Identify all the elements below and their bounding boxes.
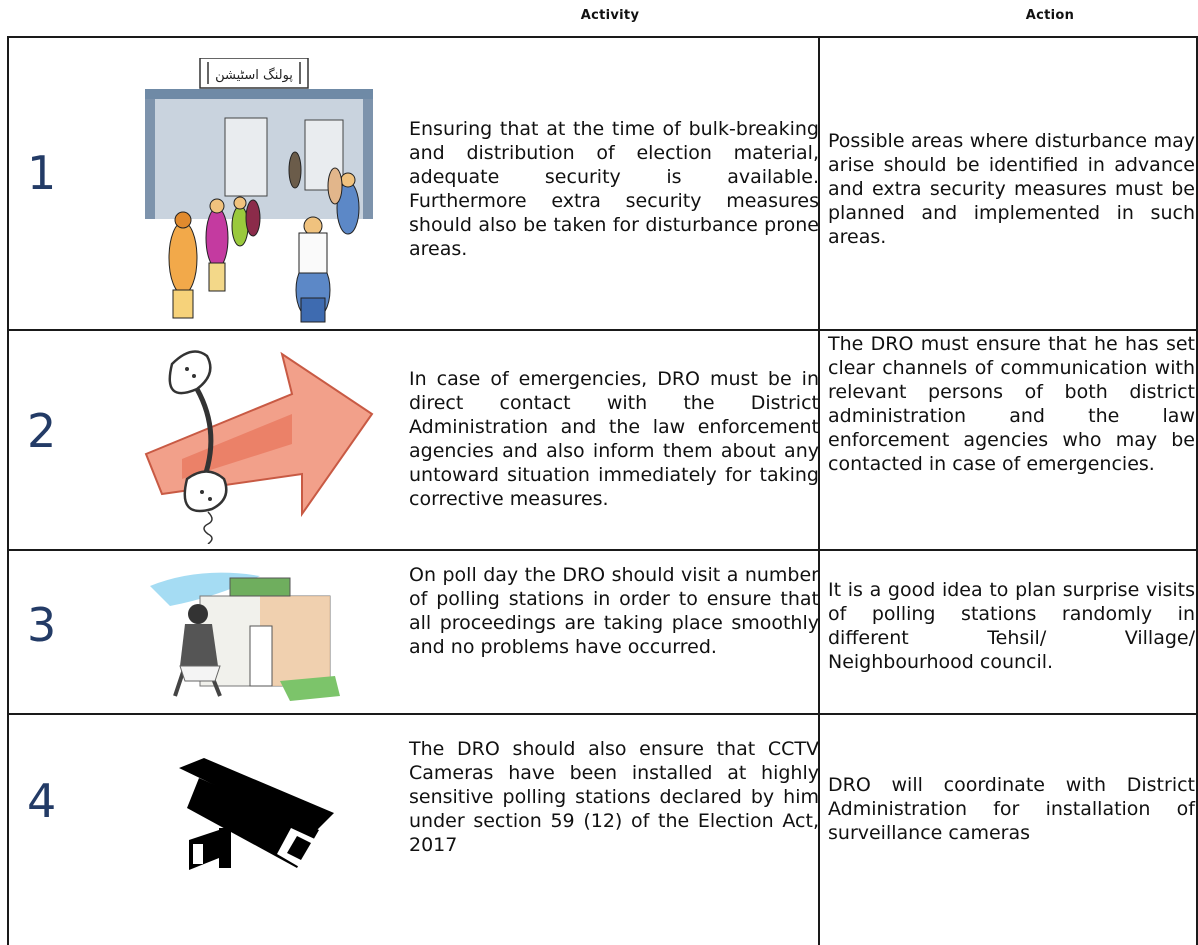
polling-visit-illustration [140,556,340,710]
column-divider [818,36,820,945]
polling-sign-text: پولنگ اسٹیشن [215,67,293,83]
activity-text: In case of emergencies, DRO must be in d… [409,368,819,510]
cctv-camera-icon [179,758,339,887]
table-top-border [7,36,1198,38]
row-divider [7,549,1198,551]
activity-table: 1 پولنگ اسٹیشن [7,36,1198,945]
row-divider [7,713,1198,715]
activity-text: The DRO should also ensure that CCTV Cam… [409,738,819,856]
activity-column-header: Activity [580,8,640,23]
activity-text: On poll day the DRO should visit a numbe… [409,564,819,658]
polling-station-illustration: پولنگ اسٹیشن [145,57,373,332]
row-number: 1 [27,146,57,200]
row-divider [7,329,1198,331]
telephone-arrow-illustration [142,344,382,548]
row-number: 4 [27,774,57,828]
action-text: Possible areas where disturbance may ari… [828,130,1195,248]
action-text: DRO will coordinate with District Admini… [828,774,1195,844]
table-left-border [7,36,9,945]
row-number: 2 [27,404,57,458]
action-text: It is a good idea to plan surprise visit… [828,579,1195,673]
table-right-border [1196,36,1198,945]
activity-text: Ensuring that at the time of bulk-breaki… [409,118,819,260]
row-number: 3 [27,598,57,652]
action-column-header: Action [1025,8,1075,23]
action-text: The DRO must ensure that he has set clea… [828,333,1195,475]
